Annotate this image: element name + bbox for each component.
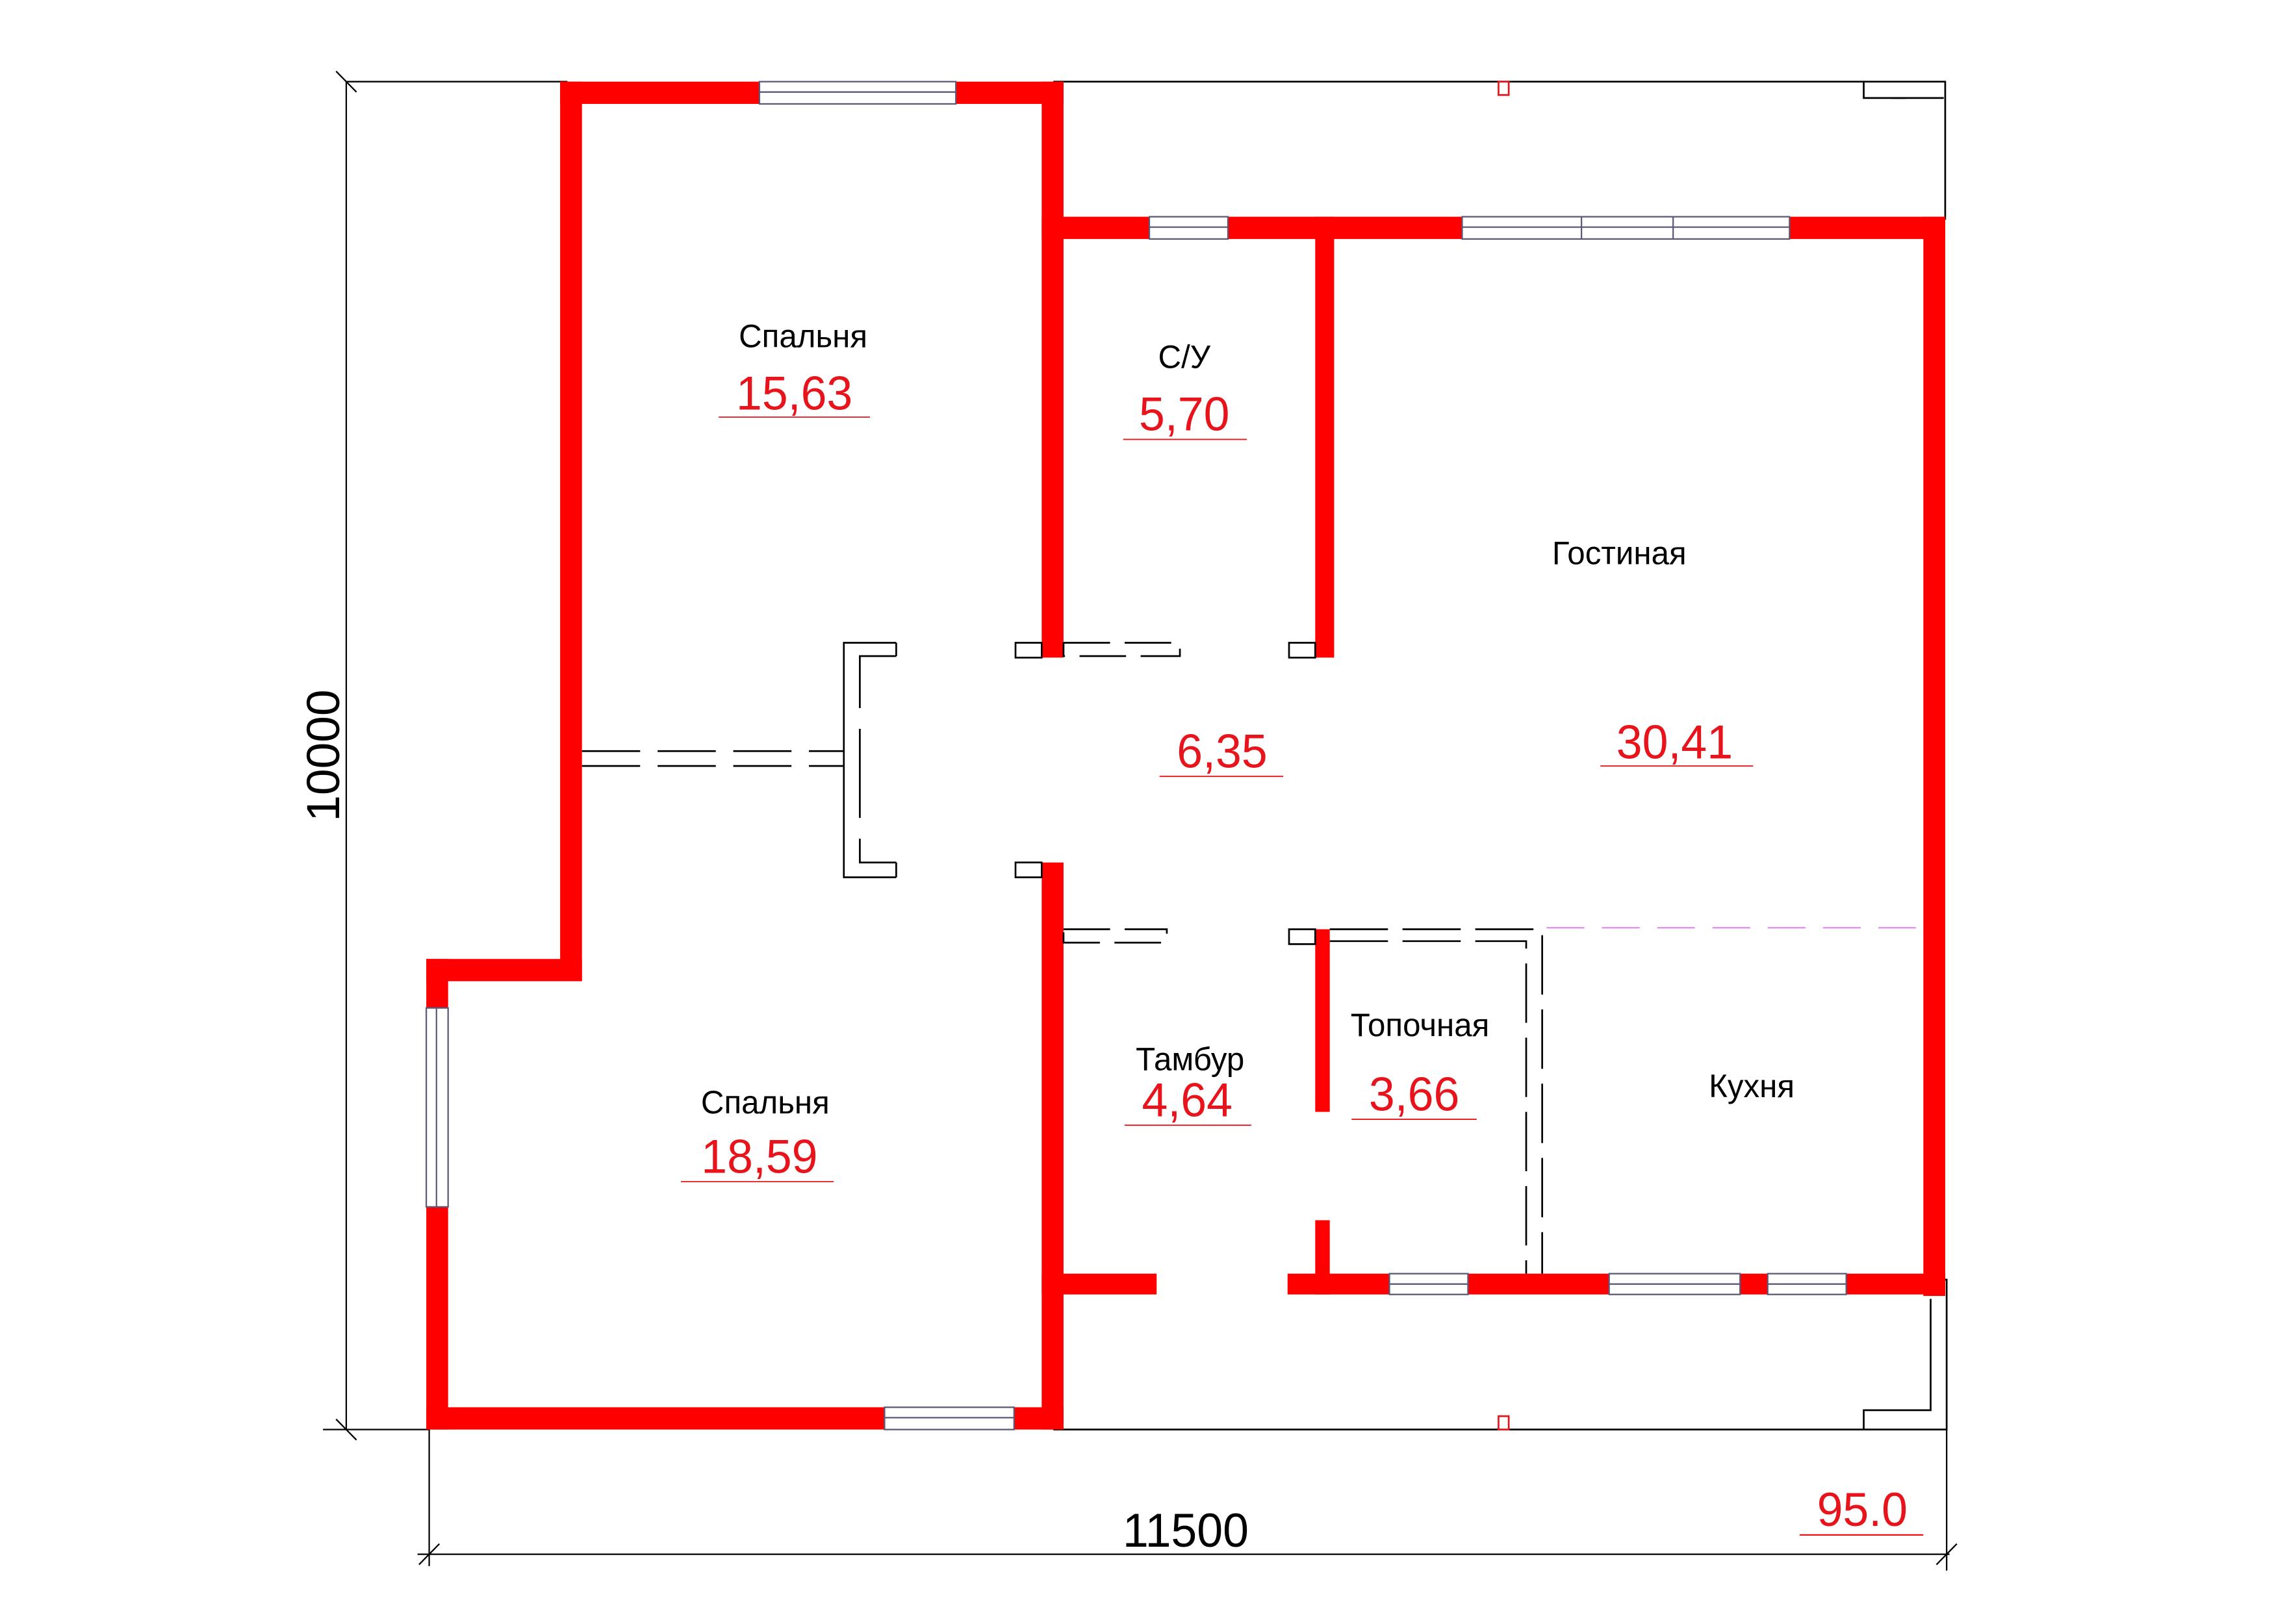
terrace-posts xyxy=(1498,81,1510,1431)
window-kitchen-1 xyxy=(1608,1273,1741,1295)
room-name-kitchen: Кухня xyxy=(1709,1067,1795,1104)
dimension-height-label: 10000 xyxy=(297,690,349,822)
room-area-bathroom: 5,70 xyxy=(1139,388,1229,441)
dimension-lines xyxy=(323,70,1958,1571)
window-living xyxy=(1461,216,1791,240)
room-area-vestibule: 4,64 xyxy=(1142,1074,1233,1127)
window-bedroom-top xyxy=(758,81,957,105)
room-name-bathroom: С/У xyxy=(1158,338,1210,375)
room-name-living-room: Гостиная xyxy=(1552,535,1687,572)
window-bedroom-west xyxy=(425,1007,449,1208)
window-bathroom xyxy=(1148,216,1229,240)
room-area-bedroom-top: 15,63 xyxy=(736,367,852,420)
door-jambs xyxy=(1014,642,1316,945)
window-bedroom-south xyxy=(884,1406,1015,1430)
window-boiler xyxy=(1388,1273,1469,1295)
room-name-vestibule: Тамбур xyxy=(1136,1041,1244,1078)
walls xyxy=(426,81,1945,1430)
window-kitchen-2 xyxy=(1767,1273,1847,1295)
windows xyxy=(425,81,1847,1430)
room-area-living-room: 30,41 xyxy=(1616,716,1733,769)
area-underlines xyxy=(680,416,1754,1182)
room-name-bedroom-bottom: Спальня xyxy=(701,1084,830,1121)
door-openings xyxy=(581,642,1543,1274)
room-area-bedroom-bottom: 18,59 xyxy=(701,1130,817,1184)
room-area-hall: 6,35 xyxy=(1177,725,1267,778)
room-area-boiler-room: 3,66 xyxy=(1369,1068,1459,1121)
dimension-extra-label: 95.0 xyxy=(1817,1484,1908,1537)
dimension-width-label: 11500 xyxy=(1123,1504,1249,1558)
room-name-boiler-room: Топочная xyxy=(1351,1007,1490,1044)
room-name-bedroom-top: Спальня xyxy=(739,318,867,355)
